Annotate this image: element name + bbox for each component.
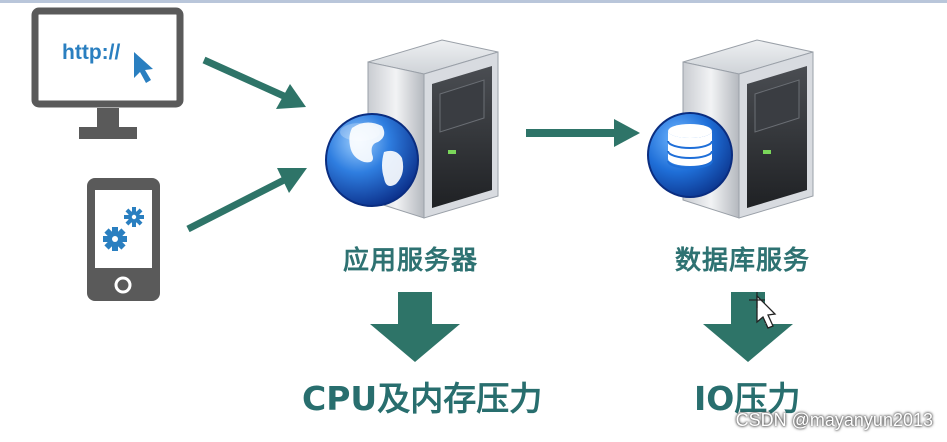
monitor-icon <box>31 7 184 139</box>
cursor-icon <box>134 52 153 83</box>
app-to-db-arrow <box>526 119 640 147</box>
db-pressure-label: IO压力 <box>694 379 801 418</box>
phone-icon <box>87 178 160 301</box>
app-server-label: 应用服务器 <box>343 246 479 276</box>
client-arrows <box>186 56 307 233</box>
mouse-cursor-icon <box>749 292 777 329</box>
watermark: CSDN @mayanyun2013 <box>735 410 933 430</box>
database-icon <box>647 112 733 198</box>
url-text: http:// <box>62 41 121 64</box>
globe-icon <box>325 113 419 207</box>
gear-icon <box>103 207 144 251</box>
top-border <box>0 0 947 3</box>
app-pressure-label: CPU及内存压力 <box>302 379 543 418</box>
down-arrows <box>370 292 793 362</box>
db-server-label: 数据库服务 <box>675 246 811 276</box>
